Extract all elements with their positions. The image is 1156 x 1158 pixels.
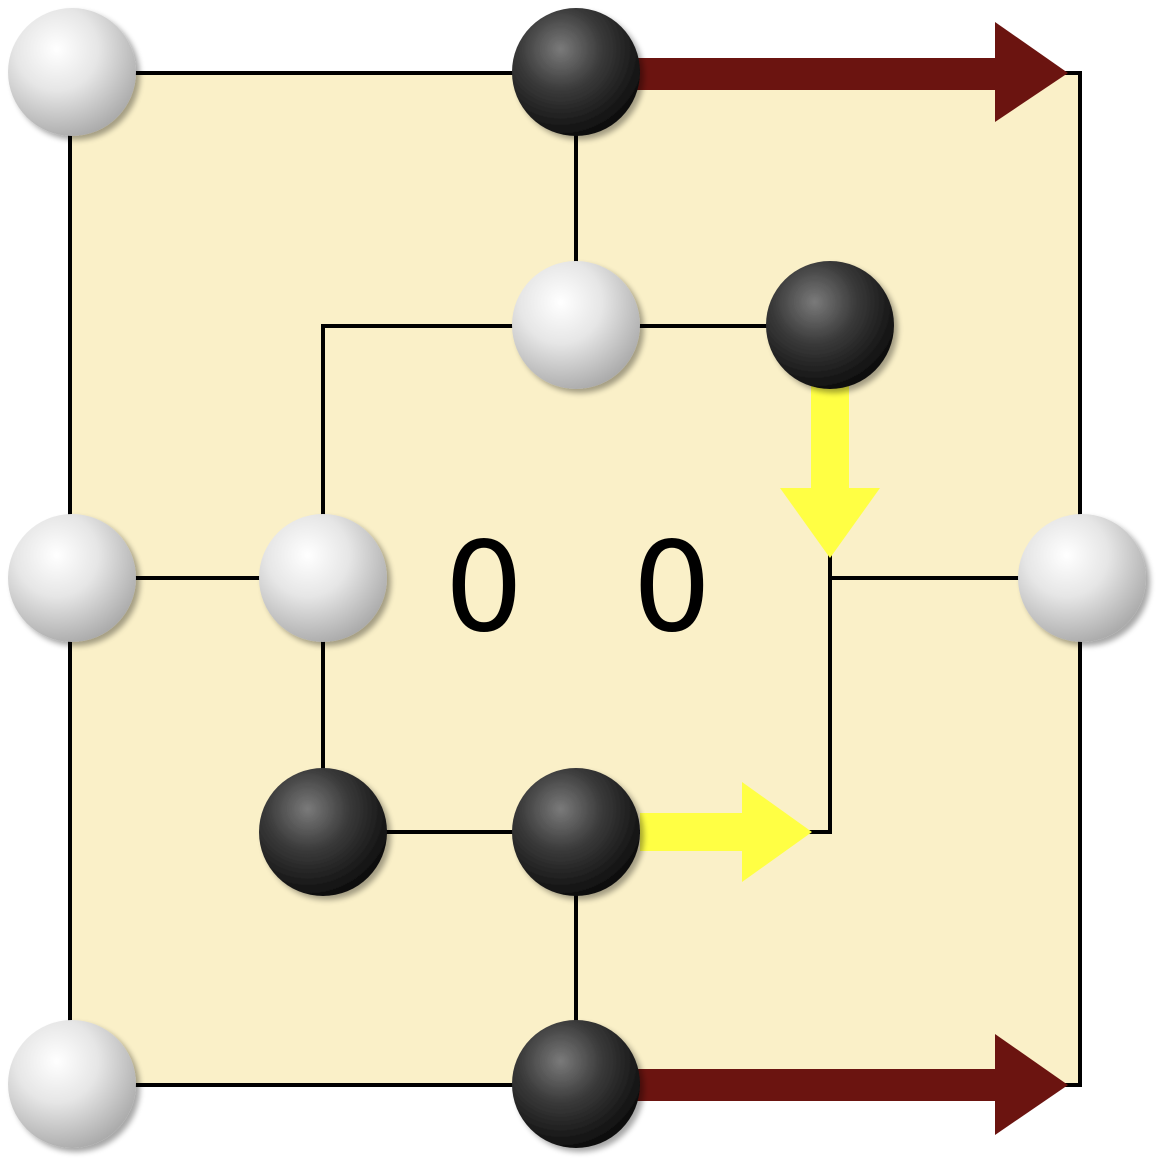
score-right: 0 — [633, 516, 712, 660]
dark-red-arrow-top — [630, 22, 1068, 122]
black-piece-outer-top-mid[interactable] — [512, 8, 640, 136]
move-arrows — [630, 22, 1068, 1135]
yellow-arrow-right — [640, 782, 812, 882]
inner-square-line — [321, 324, 832, 834]
white-piece-outer-top-left[interactable] — [8, 8, 136, 136]
score-left: 0 — [445, 516, 524, 660]
white-piece-outer-mid-left[interactable] — [8, 514, 136, 642]
white-piece-inner-top-mid[interactable] — [512, 261, 640, 389]
pieces-layer — [8, 8, 1146, 1148]
black-piece-inner-bottom-mid[interactable] — [512, 768, 640, 896]
black-piece-inner-top-right[interactable] — [766, 261, 894, 389]
white-piece-outer-bottom-left[interactable] — [8, 1020, 136, 1148]
yellow-arrow-down — [780, 380, 880, 558]
white-piece-outer-mid-right[interactable] — [1018, 514, 1146, 642]
white-piece-inner-mid-left[interactable] — [259, 514, 387, 642]
dark-red-arrow-bottom — [630, 1034, 1068, 1135]
black-piece-inner-bottom-left[interactable] — [259, 768, 387, 896]
black-piece-outer-bottom-mid[interactable] — [512, 1020, 640, 1148]
